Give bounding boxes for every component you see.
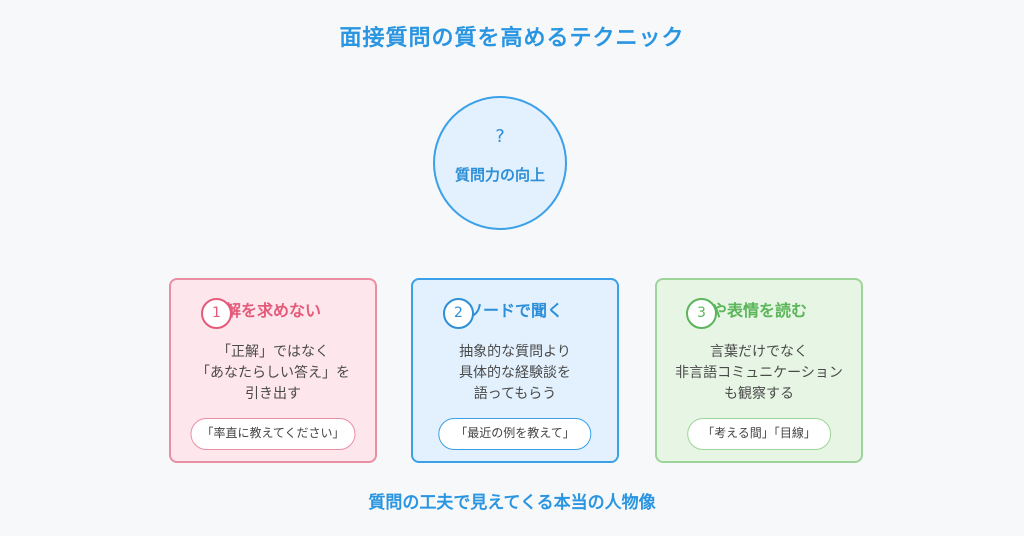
number-badge: 1 (201, 298, 232, 329)
card-description-line: 具体的な経験談を (459, 365, 571, 381)
card-description-line: 抽象的な質問より (459, 344, 571, 360)
page-title: 面接質問の質を高めるテクニック (339, 26, 685, 51)
card-description-line: 言葉だけでなく (710, 344, 808, 360)
card-heading: ソードで聞く (466, 301, 563, 320)
card-heading: や表情を読む (710, 301, 807, 320)
technique-card-3: や表情を読む 3 言葉だけでなく 非言語コミュニケーション も観察する 「考える… (655, 278, 863, 463)
card-description: 言葉だけでなく 非言語コミュニケーション も観察する (657, 342, 861, 405)
card-description-line: 非言語コミュニケーション (675, 365, 843, 381)
central-concept-circle: ? 質問力の向上 (433, 96, 567, 230)
card-description-line: 「正解」ではなく (217, 344, 329, 360)
card-description-line: 「あなたらしい答え」を (196, 365, 350, 381)
footer-caption: 質問の工夫で見えてくる本当の人物像 (368, 493, 656, 513)
number-badge: 2 (443, 298, 474, 329)
example-phrase-pill: 「最近の例を教えて」 (438, 418, 592, 450)
technique-card-2: ソードで聞く 2 抽象的な質問より 具体的な経験談を 語ってもらう 「最近の例を… (411, 278, 619, 463)
card-description-line: 語ってもらう (473, 386, 557, 402)
question-mark-icon: ? (495, 126, 505, 147)
card-description: 抽象的な質問より 具体的な経験談を 語ってもらう (413, 342, 617, 405)
example-phrase-pill: 「率直に教えてください」 (190, 418, 356, 450)
card-description-line: も観察する (724, 386, 794, 402)
number-badge: 3 (686, 298, 717, 329)
central-concept-label: 質問力の向上 (454, 166, 545, 184)
card-heading: 解を求めない (224, 301, 321, 320)
card-description: 「正解」ではなく 「あなたらしい答え」を 引き出す (171, 342, 375, 405)
example-phrase-pill: 「考える間」「目線」 (687, 418, 831, 450)
technique-card-1: 解を求めない 1 「正解」ではなく 「あなたらしい答え」を 引き出す 「率直に教… (169, 278, 377, 463)
card-description-line: 引き出す (245, 386, 301, 402)
